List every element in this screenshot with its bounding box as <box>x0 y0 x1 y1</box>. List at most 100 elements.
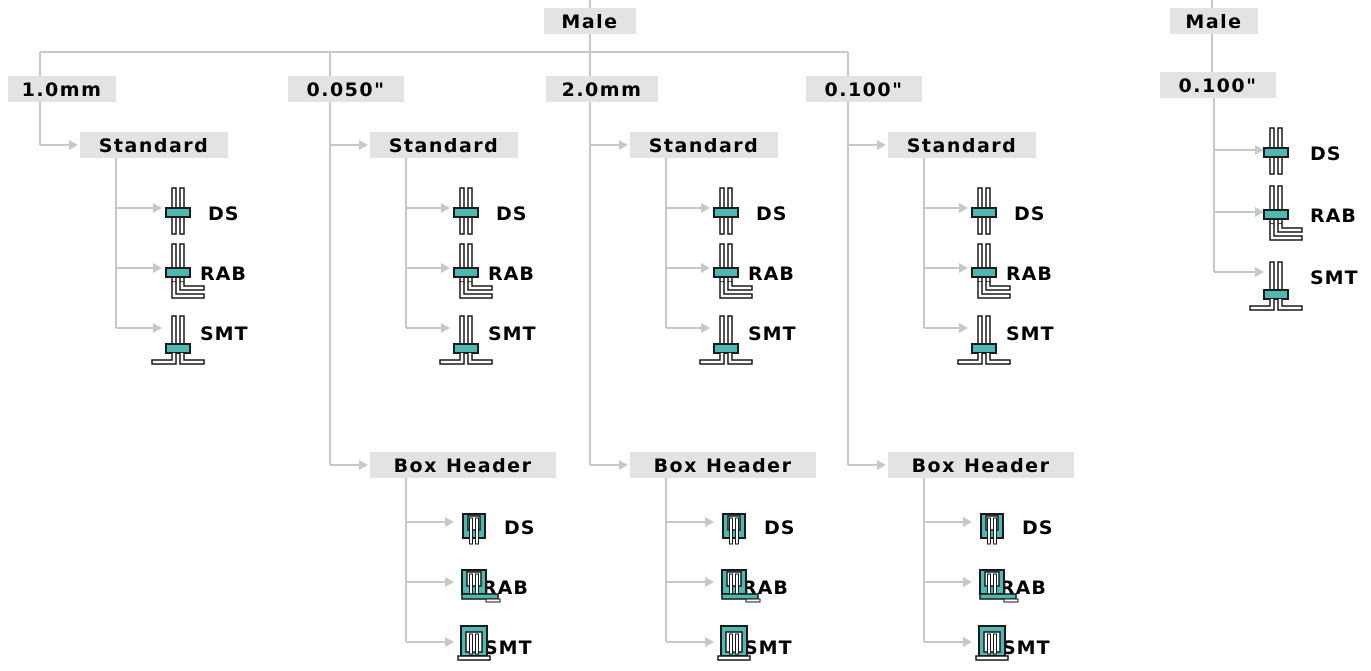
arrow-head <box>705 637 714 647</box>
svg-text:SMT: SMT <box>1006 323 1055 345</box>
arrow-head <box>619 140 628 150</box>
size-label-0-100-inch: 0.100" <box>806 76 922 102</box>
box-header-smt-icon <box>975 625 1009 661</box>
arrow-head <box>619 460 628 470</box>
pin-header-smt-icon <box>439 315 493 365</box>
svg-text:Standard: Standard <box>99 135 210 157</box>
box-header-ds-icon <box>462 513 486 545</box>
svg-text:2.0mm: 2.0mm <box>562 79 643 101</box>
group-label-standard: Standard <box>630 132 778 158</box>
connector-icons <box>151 127 1303 661</box>
arrow-head <box>705 577 714 587</box>
arrow-head <box>445 577 454 587</box>
svg-text:SMT: SMT <box>488 323 537 345</box>
arrow-head <box>701 323 710 333</box>
arrow-head <box>153 203 162 213</box>
arrow-head <box>701 263 710 273</box>
arrow-head <box>153 323 162 333</box>
svg-text:Box Header: Box Header <box>394 455 533 477</box>
svg-text:Standard: Standard <box>389 135 500 157</box>
svg-text:DS: DS <box>1310 143 1341 165</box>
svg-text:Box Header: Box Header <box>654 455 793 477</box>
pin-header-ds-icon <box>971 187 997 235</box>
pin-header-ds-icon <box>1263 127 1289 175</box>
size-label-0-050-inch: 0.050" <box>288 76 404 102</box>
arrow-head <box>959 263 968 273</box>
box-header-rab-icon <box>721 569 761 603</box>
svg-text:DS: DS <box>1014 203 1045 225</box>
svg-text:0.050": 0.050" <box>307 79 386 101</box>
arrow-head <box>701 203 710 213</box>
arrow-head <box>877 460 886 470</box>
svg-text:SMT: SMT <box>1310 267 1359 289</box>
svg-text:Standard: Standard <box>649 135 760 157</box>
pin-header-smt-icon <box>1249 261 1303 311</box>
branch-lines <box>39 98 1264 647</box>
group-label-standard: Standard <box>80 132 228 158</box>
svg-text:SMT: SMT <box>1002 637 1051 659</box>
arrow-head <box>963 637 972 647</box>
arrow-head <box>359 140 368 150</box>
pin-header-rab-icon <box>1263 185 1303 241</box>
arrow-head <box>1255 207 1264 217</box>
root-label-male: Male <box>544 8 636 34</box>
svg-text:RAB: RAB <box>200 263 247 285</box>
pin-header-rab-icon <box>165 243 205 299</box>
arrow-head <box>153 263 162 273</box>
pin-header-ds-icon <box>713 187 739 235</box>
arrow-head <box>441 203 450 213</box>
arrow-head <box>69 140 78 150</box>
pin-header-rab-icon <box>713 243 753 299</box>
svg-text:DS: DS <box>1022 517 1053 539</box>
box-header-rab-icon <box>979 569 1019 603</box>
item-labels: DS RAB SMT DS RAB SMT DS RAB SMT DS RAB … <box>200 143 1359 659</box>
box-header-smt-icon <box>717 625 751 661</box>
arrow-head <box>441 263 450 273</box>
arrow-head <box>959 323 968 333</box>
pin-header-rab-icon <box>453 243 493 299</box>
svg-text:DS: DS <box>208 203 239 225</box>
svg-text:DS: DS <box>496 203 527 225</box>
group-label-box-header: Box Header <box>630 452 816 478</box>
arrow-head <box>1255 267 1264 277</box>
svg-text:SMT: SMT <box>484 637 533 659</box>
arrow-head <box>445 517 454 527</box>
svg-text:1.0mm: 1.0mm <box>22 79 103 101</box>
arrow-head <box>963 517 972 527</box>
svg-text:DS: DS <box>504 517 535 539</box>
right-root-label-male: Male <box>1170 8 1258 34</box>
svg-text:SMT: SMT <box>744 637 793 659</box>
arrow-head <box>705 517 714 527</box>
svg-text:RAB: RAB <box>748 263 795 285</box>
arrow-head <box>963 577 972 587</box>
arrow-head <box>959 203 968 213</box>
size-label-1-0mm: 1.0mm <box>8 76 116 102</box>
pin-header-ds-icon <box>165 187 191 235</box>
svg-text:Box Header: Box Header <box>912 455 1051 477</box>
group-label-standard: Standard <box>888 132 1036 158</box>
group-label-standard: Standard <box>370 132 518 158</box>
svg-text:0.100": 0.100" <box>1179 75 1258 97</box>
svg-text:0.100": 0.100" <box>825 79 904 101</box>
pin-header-smt-icon <box>151 315 205 365</box>
arrow-head <box>877 140 886 150</box>
box-header-smt-icon <box>457 625 491 661</box>
box-header-ds-icon <box>722 513 746 545</box>
svg-text:SMT: SMT <box>200 323 249 345</box>
arrow-head <box>1255 145 1264 155</box>
pin-header-rab-icon <box>971 243 1011 299</box>
group-label-box-header: Box Header <box>888 452 1074 478</box>
arrow-head <box>359 460 368 470</box>
right-size-label-0-100-inch: 0.100" <box>1160 72 1276 98</box>
pin-header-smt-icon <box>957 315 1011 365</box>
pin-header-ds-icon <box>453 187 479 235</box>
connector-lines <box>39 0 1213 76</box>
box-header-ds-icon <box>980 513 1004 545</box>
svg-text:DS: DS <box>756 203 787 225</box>
svg-text:RAB: RAB <box>1310 205 1357 227</box>
svg-text:RAB: RAB <box>1006 263 1053 285</box>
svg-text:RAB: RAB <box>488 263 535 285</box>
pin-header-smt-icon <box>699 315 753 365</box>
box-header-rab-icon <box>461 569 501 603</box>
